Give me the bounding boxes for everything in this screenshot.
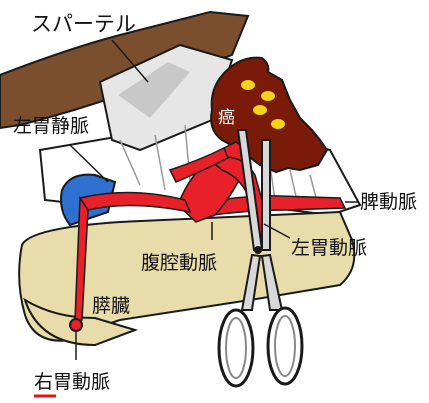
label-left-gastric-artery: 左胃動脈 — [291, 239, 367, 258]
label-right-gastric-artery: 右胃動脈 — [34, 373, 110, 392]
label-pancreas: 膵臓 — [92, 297, 130, 316]
tumor-dot — [241, 80, 255, 90]
label-left-gastric-vein: 左胃静脈 — [13, 117, 89, 136]
tumor-dot — [261, 91, 275, 101]
label-spatula: スパーテル — [31, 14, 136, 35]
label-splenic-artery: 脾動脈 — [360, 193, 417, 212]
tumor-dot — [253, 105, 267, 115]
label-celiac-artery: 腹腔動脈 — [141, 254, 217, 273]
label-cancer: 癌 — [218, 110, 235, 127]
right-gastric-artery-ligature — [70, 319, 82, 331]
tumor-dot — [271, 119, 285, 129]
